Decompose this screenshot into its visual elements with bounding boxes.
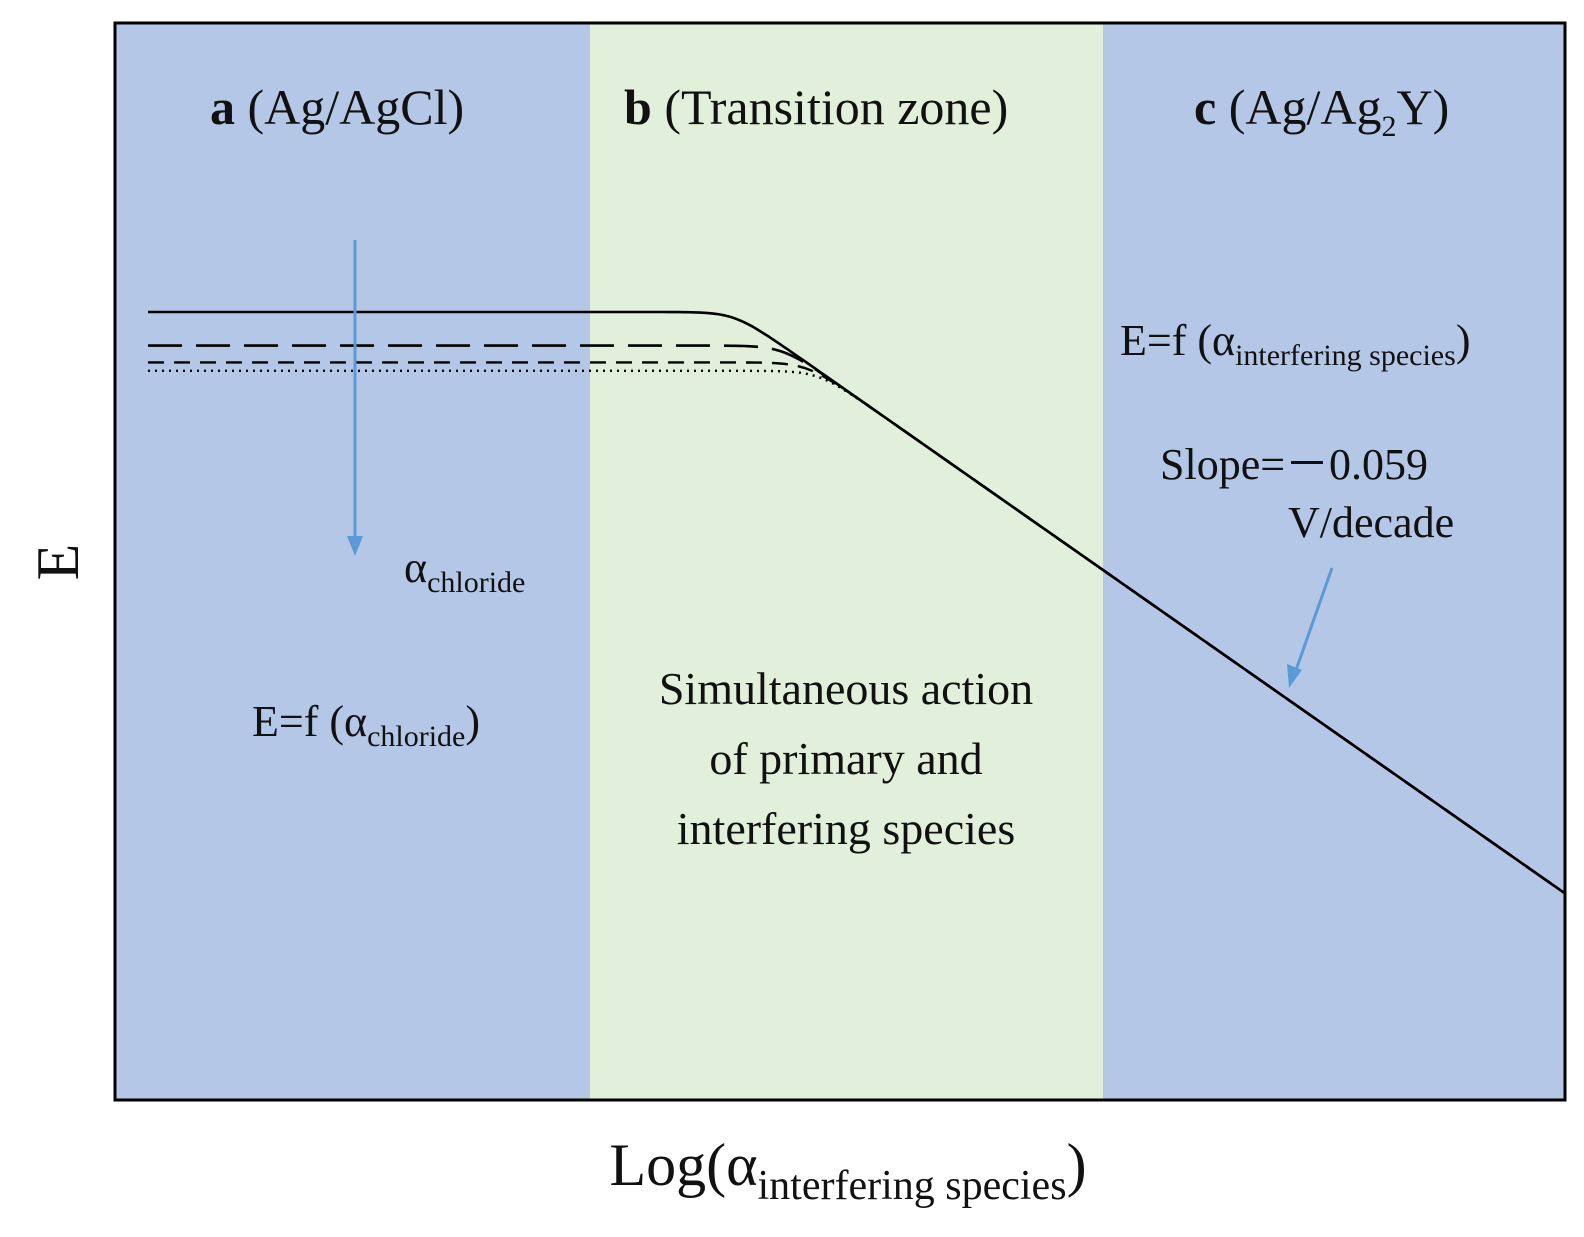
slope-pointer-arrow: [1287, 567, 1334, 688]
transition-description-line-2: of primary and: [709, 733, 982, 784]
transition-description-line-3: interfering species: [677, 803, 1015, 854]
chloride-decrease-arrow: [347, 240, 363, 556]
y-axis-label: E: [25, 544, 91, 581]
zone-c-heading: c (Ag/Ag2Y): [1194, 79, 1449, 143]
curve-dotted: [148, 369, 1565, 894]
zone-b-background: [590, 23, 1103, 1100]
plot-frame: [113, 21, 1567, 1102]
zone-c-background: [1103, 23, 1565, 1100]
slope-unit-label: V/decade: [1288, 498, 1454, 547]
interfering-equation: E=f (αinterfering species): [1120, 316, 1470, 372]
zone-a-background: [115, 23, 590, 1100]
alpha-chloride-label: αchloride: [404, 543, 525, 599]
potential-curves: [148, 310, 1565, 894]
transition-description-line-1: Simultaneous action: [659, 663, 1033, 714]
zone-b-heading: b (Transition zone): [624, 79, 1008, 135]
x-axis-label: Log(αinterfering species): [609, 1132, 1086, 1209]
curve-short-dash: [148, 361, 1565, 894]
zone-a-heading: a (Ag/AgCl): [210, 79, 464, 135]
slope-value-label: Slope=－0.059: [1160, 440, 1428, 489]
chloride-equation: E=f (αchloride): [252, 697, 480, 753]
